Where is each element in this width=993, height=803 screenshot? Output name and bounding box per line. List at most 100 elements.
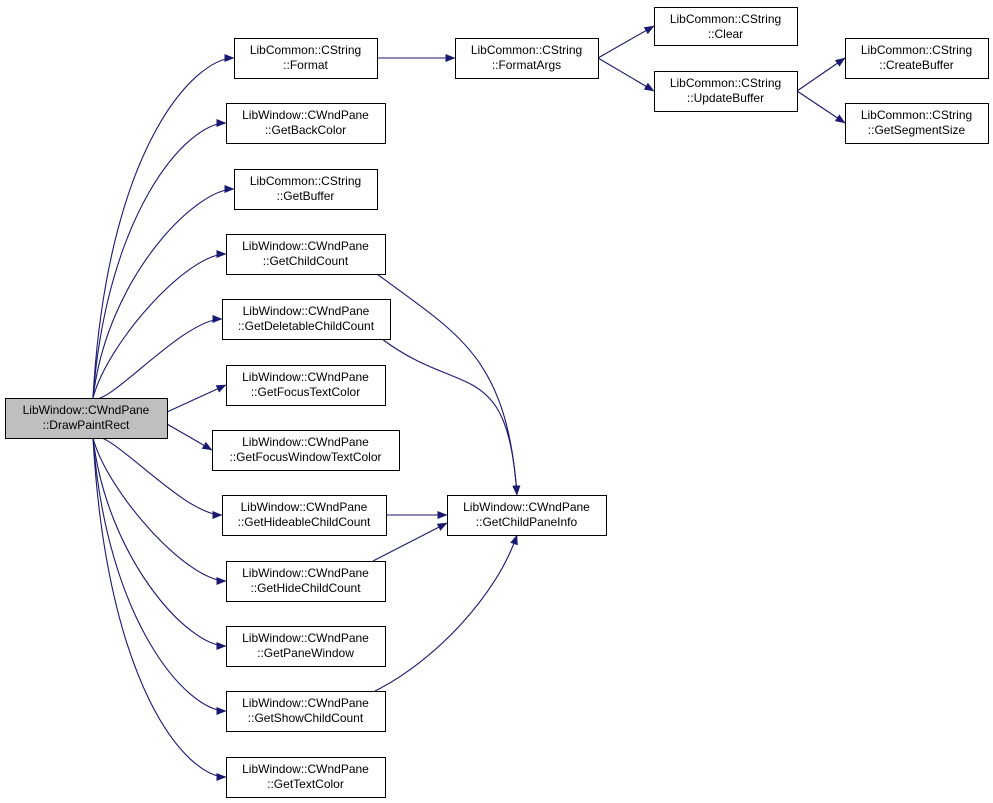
node-method-label: ::GetHideableChildCount (238, 515, 371, 529)
edge-line (92, 437, 227, 585)
node-method-label: ::FormatArgs (492, 58, 561, 72)
node-method-label: ::UpdateBuffer (687, 91, 764, 105)
node-class-label: LibCommon::CString (250, 174, 361, 188)
edge-line (796, 57, 846, 92)
node-method-label: ::GetFocusWindowTextColor (229, 450, 381, 464)
node-format[interactable]: LibCommon::CString::Format (234, 38, 378, 79)
node-box (845, 103, 989, 144)
node-formatargs[interactable]: LibCommon::CString::FormatArgs (455, 38, 599, 79)
node-getbackcolor[interactable]: LibWindow::CWndPane::GetBackColor (226, 103, 386, 144)
node-getchildpaneinfo[interactable]: LibWindow::CWndPane::GetChildPaneInfo (447, 495, 607, 536)
node-gettextcolor[interactable]: LibWindow::CWndPane::GetTextColor (226, 757, 386, 798)
node-method-label: ::CreateBuffer (879, 58, 953, 72)
node-clear[interactable]: LibCommon::CString::Clear (654, 7, 798, 46)
node-box (222, 299, 391, 340)
node-method-label: ::GetBackColor (265, 123, 346, 137)
node-class-label: LibWindow::CWndPane (242, 370, 369, 384)
node-box (455, 38, 599, 79)
node-method-label: ::GetDeletableChildCount (238, 319, 375, 333)
edge-updatebuffer-to-getsegmentsize (796, 90, 846, 124)
node-method-label: ::GetFocusTextColor (251, 385, 360, 399)
edge-line (92, 315, 223, 400)
node-class-label: LibWindow::CWndPane (463, 500, 590, 514)
edge-line (597, 57, 655, 92)
node-class-label: LibWindow::CWndPane (23, 403, 150, 417)
node-class-label: LibWindow::CWndPane (242, 108, 369, 122)
edge-root-to-getshowchildcount (92, 437, 227, 715)
edge-line (166, 384, 227, 413)
nodes-layer: LibWindow::CWndPane::DrawPaintRect LibCom… (5, 7, 989, 798)
node-method-label: ::DrawPaintRect (43, 418, 130, 432)
edge-root-to-getfocuswindowtextcolor (166, 423, 213, 451)
edge-root-to-gettextcolor (92, 437, 227, 781)
node-class-label: LibCommon::CString (250, 43, 361, 57)
node-gethidechildcount[interactable]: LibWindow::CWndPane::GetHideChildCount (226, 561, 386, 602)
node-box (654, 7, 798, 46)
node-method-label: ::GetPaneWindow (257, 646, 354, 660)
edge-getdeletablechildcount-to-getchildpaneinfo (381, 338, 521, 496)
edge-line (166, 423, 213, 451)
node-method-label: ::Clear (708, 27, 743, 41)
node-getpanewindow[interactable]: LibWindow::CWndPane::GetPaneWindow (226, 626, 386, 667)
node-box (226, 757, 386, 798)
node-box (212, 430, 400, 471)
node-class-label: LibCommon::CString (861, 108, 972, 122)
edge-root-to-format (92, 54, 235, 399)
node-box (5, 398, 168, 439)
node-getfocuswindowtextcolor[interactable]: LibWindow::CWndPane::GetFocusWindowTextC… (212, 430, 400, 471)
node-getbuffer[interactable]: LibCommon::CString::GetBuffer (234, 169, 378, 210)
node-class-label: LibCommon::CString (670, 76, 781, 90)
edge-formatargs-to-clear (597, 25, 655, 59)
edge-root-to-gethideablechildcount (92, 436, 223, 519)
edge-root-to-getdeletablechildcount (92, 315, 223, 400)
node-class-label: LibCommon::CString (861, 43, 972, 57)
edge-getshowchildcount-to-getchildpaneinfo (374, 534, 518, 692)
edge-root-to-getbuffer (92, 185, 235, 399)
node-class-label: LibWindow::CWndPane (242, 696, 369, 710)
node-createbuffer[interactable]: LibCommon::CString::CreateBuffer (845, 38, 989, 79)
edge-line (381, 338, 521, 496)
edge-line (92, 437, 227, 781)
node-getchildcount[interactable]: LibWindow::CWndPane::GetChildCount (226, 234, 386, 275)
node-method-label: ::GetTextColor (267, 777, 344, 791)
node-box (845, 38, 989, 79)
node-updatebuffer[interactable]: LibCommon::CString::UpdateBuffer (654, 71, 798, 112)
node-class-label: LibCommon::CString (471, 43, 582, 57)
edge-formatargs-to-updatebuffer (597, 57, 655, 92)
edge-root-to-getbackcolor (92, 119, 227, 399)
node-class-label: LibWindow::CWndPane (241, 500, 368, 514)
node-method-label: ::GetChildCount (263, 254, 349, 268)
edge-root-to-getpanewindow (92, 437, 227, 650)
node-class-label: LibWindow::CWndPane (242, 239, 369, 253)
node-box (234, 38, 378, 79)
node-getdeletablechildcount[interactable]: LibWindow::CWndPane::GetDeletableChildCo… (222, 299, 391, 340)
node-box (226, 561, 386, 602)
edge-line (92, 119, 227, 399)
node-box (226, 365, 386, 406)
node-class-label: LibWindow::CWndPane (242, 435, 369, 449)
node-gethideablechildcount[interactable]: LibWindow::CWndPane::GetHideableChildCou… (222, 495, 387, 536)
edge-line (92, 250, 227, 399)
node-class-label: LibCommon::CString (670, 12, 781, 26)
node-getfocustextcolor[interactable]: LibWindow::CWndPane::GetFocusTextColor (226, 365, 386, 406)
edge-root-to-getchildcount (92, 250, 227, 399)
node-box (226, 103, 386, 144)
edge-line (372, 522, 448, 562)
node-method-label: ::GetHideChildCount (250, 581, 361, 595)
node-root[interactable]: LibWindow::CWndPane::DrawPaintRect (5, 398, 168, 439)
node-class-label: LibWindow::CWndPane (242, 631, 369, 645)
node-method-label: ::GetShowChildCount (248, 711, 364, 725)
node-getshowchildcount[interactable]: LibWindow::CWndPane::GetShowChildCount (226, 691, 386, 732)
node-box (654, 71, 798, 112)
node-method-label: ::GetChildPaneInfo (476, 515, 578, 529)
edge-line (796, 90, 846, 124)
edge-gethidechildcount-to-getchildpaneinfo (372, 522, 448, 562)
node-box (226, 691, 386, 732)
edge-line (92, 54, 235, 399)
edge-root-to-getfocustextcolor (166, 384, 227, 413)
node-getsegmentsize[interactable]: LibCommon::CString::GetSegmentSize (845, 103, 989, 144)
edge-line (374, 534, 518, 692)
node-box (226, 234, 386, 275)
edge-updatebuffer-to-createbuffer (796, 57, 846, 92)
